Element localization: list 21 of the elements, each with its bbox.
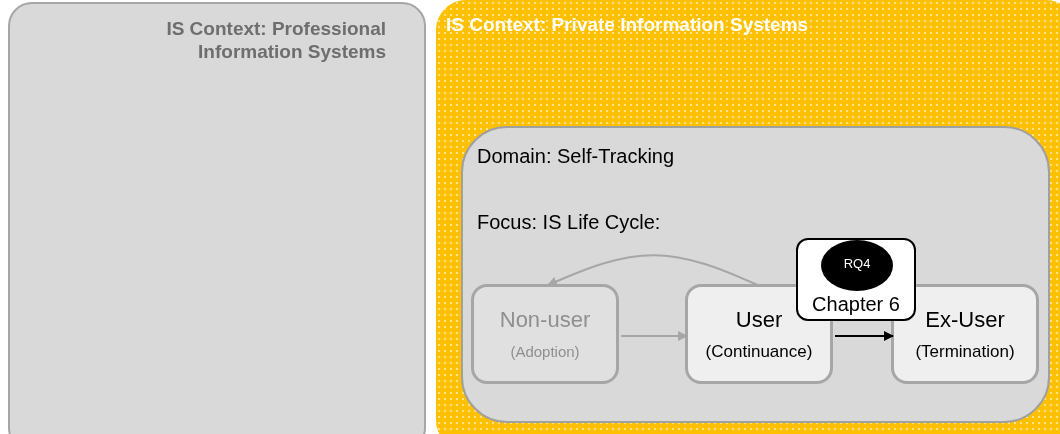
state-description: (Continuance) xyxy=(704,342,814,363)
arrow xyxy=(834,331,894,341)
state-label: User xyxy=(734,307,784,334)
state-box xyxy=(471,284,619,384)
chapter-label: Chapter 6 xyxy=(811,292,901,316)
state-description: (Adoption) xyxy=(509,343,581,361)
arrow xyxy=(620,331,688,341)
state-label: Non-user xyxy=(498,307,592,334)
research-question-label: RQ4 xyxy=(842,256,872,272)
panel-title: IS Context: Private Information Systems xyxy=(446,14,810,37)
curved-arrow xyxy=(547,254,761,287)
context-panel xyxy=(436,0,1060,434)
state-label: Ex-User xyxy=(924,307,1006,334)
state-box xyxy=(891,284,1039,384)
context-panel xyxy=(8,2,426,434)
domain-label: Domain: Self-Tracking xyxy=(477,144,676,168)
domain-panel xyxy=(461,126,1050,423)
state-description: (Termination) xyxy=(914,342,1016,363)
focus-label: Focus: IS Life Cycle: xyxy=(477,210,662,234)
panel-title: IS Context: Professional Information Systems xyxy=(165,18,386,64)
chapter-box xyxy=(796,238,916,321)
